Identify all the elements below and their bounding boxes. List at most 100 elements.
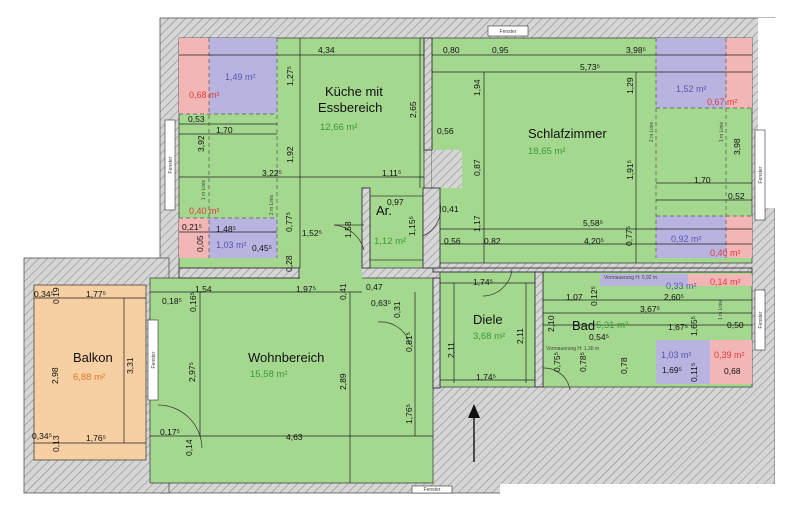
room-name-wohnbereich: Wohnbereich <box>248 350 324 365</box>
room-area-diele: 3,68 m² <box>473 331 505 342</box>
dim-1-91-5: 1,91⁵ <box>625 160 635 180</box>
room-area-kueche: 12,66 m² <box>320 122 358 133</box>
dim-2-11-a: 2,11 <box>446 342 456 358</box>
line-2m-label-schlaf: 2 m Linie <box>649 122 655 143</box>
floor-diele <box>439 271 536 388</box>
sub-area-bad-top-purple: 0,33 m² <box>666 281 697 291</box>
dim-1-67-5: 1,67⁵ <box>668 322 688 332</box>
room-name-bad: Bad <box>572 318 595 333</box>
window-label-bottom: Fenster <box>424 487 441 493</box>
ceiling-lines <box>179 38 752 258</box>
dim-0-05: 0,05 <box>195 235 205 252</box>
sub-area-kueche-tl-red: 0,68 m² <box>189 90 220 100</box>
dim-0-68: 0,68 <box>724 366 741 376</box>
door-arc-bad <box>542 367 571 391</box>
dim-0-16-5: 0,16⁵ <box>188 292 198 312</box>
dim-0-95: 0,95 <box>492 45 509 55</box>
ceiling-zones <box>179 38 752 384</box>
dim-2-89: 2,89 <box>338 373 348 390</box>
window-label-schlaf: Fenster <box>758 166 764 183</box>
line-1m-label-schlaf: 1 m Linie <box>719 122 725 143</box>
dim-1-77-5: 1,77⁵ <box>86 289 106 299</box>
room-name-abstellraum: Ar. <box>376 203 392 218</box>
sub-area-bad-br-purple: 1,03 m² <box>661 350 692 360</box>
dim-2-98: 2,98 <box>50 367 60 384</box>
floor-balkon <box>33 284 147 461</box>
sub-area-kueche-bl-red: 0,40 m² <box>189 206 220 216</box>
dim-0-47: 0,47 <box>366 282 383 292</box>
dim-3-31: 3,31 <box>125 357 135 374</box>
dim-1-94: 1,94 <box>472 79 482 96</box>
entrance-arrow-icon <box>468 404 480 462</box>
dim-3-67-5: 3,67⁵ <box>640 304 660 314</box>
sub-area-kueche-tl-purple: 1,49 m² <box>225 72 256 82</box>
dim-1-97-5: 1,97⁵ <box>296 284 316 294</box>
dim-0-50: 0,50 <box>727 320 744 330</box>
line-1m-label-kueche: 1 m Linie <box>201 180 207 201</box>
door-arc-diele <box>482 269 513 297</box>
dim-1-92: 1,92 <box>285 146 295 163</box>
dim-1-54: 1,54 <box>195 284 212 294</box>
dim-0-87: 0,87 <box>472 159 482 176</box>
door-arc-ar <box>422 201 442 237</box>
dim-1-58: 1,58 <box>343 221 353 238</box>
room-name-diele: Diele <box>473 312 503 327</box>
window-label-kueche: Fenster <box>168 156 174 173</box>
sub-area-schlaf-br-purple: 0,92 m² <box>671 234 702 244</box>
dim-3-98: 3,98 <box>732 138 742 155</box>
dim-0-77-5-b: 0,77⁵ <box>624 226 634 246</box>
dim-1-69-5: 1,69⁵ <box>662 365 682 375</box>
dimension-lines <box>34 38 752 483</box>
room-name-kueche-1: Küche mit <box>325 84 383 99</box>
vorwand-top-label: Vormauerung H: 0,92 m <box>604 275 657 281</box>
dim-3-92: 3,92 <box>196 135 206 152</box>
dim-0-17-5: 0,17⁵ <box>160 427 180 437</box>
floor-abstellraum <box>369 195 424 261</box>
sub-area-schlaf-tr-purple: 1,52 m² <box>676 84 707 94</box>
dim-1-17: 1,17 <box>472 215 482 232</box>
door-arc-balkon <box>157 404 203 449</box>
dim-3-22-5: 3,22⁵ <box>262 168 282 178</box>
dim-1-76-5: 1,76⁵ <box>404 404 414 424</box>
dim-1-70-b: 1,70 <box>694 175 711 185</box>
dim-2-97-5: 2,97⁵ <box>187 362 197 382</box>
dim-0-45-5: 0,45⁵ <box>252 243 272 253</box>
dim-2-11-b: 2,11 <box>515 328 525 344</box>
dim-0-82: 0,82 <box>484 236 501 246</box>
window-markers <box>147 25 766 494</box>
dim-0-34-5: 0,34⁵ <box>34 289 54 299</box>
dim-4-20-5: 4,20⁵ <box>584 236 604 246</box>
dim-0-19: 0,19 <box>51 287 61 304</box>
dim-2-60-5: 2,60⁵ <box>664 292 684 302</box>
dim-3-98-5: 3,98⁵ <box>626 45 646 55</box>
line-1m-label-bad: 1 m Linie <box>718 300 724 321</box>
dim-0-34-5-b: 0,34⁵ <box>32 431 52 441</box>
dim-0-12-5: 0,12⁵ <box>589 286 599 306</box>
dim-0-81-5: 0,81⁵ <box>404 332 414 352</box>
sub-area-schlaf-tr-red: 0,67 m² <box>707 97 738 107</box>
dim-1-48-5: 1,48⁵ <box>216 224 236 234</box>
dim-0-78: 0,78 <box>619 357 629 374</box>
dim-0-54-5: 0,54⁵ <box>589 332 609 342</box>
dim-5-58-5: 5,58⁵ <box>583 218 603 228</box>
line-2m-label-kueche: 2 m Linie <box>269 195 275 216</box>
dim-1-65-5: 1,65⁵ <box>689 316 699 336</box>
dim-0-14: 0,14 <box>184 439 194 456</box>
door-arc-kueche <box>333 224 365 251</box>
dim-0-56-b: 0,56 <box>444 236 461 246</box>
dim-1-76-5-b: 1,76⁵ <box>86 433 106 443</box>
room-area-bad: 5,31 m² <box>596 320 628 331</box>
window-label-wohn: Fenster <box>151 351 157 368</box>
dim-0-56: 0,56 <box>437 126 454 136</box>
dim-2-10: 2,10 <box>546 315 556 332</box>
dim-5-73-5: 5,73⁵ <box>580 62 600 72</box>
room-area-balkon: 6,88 m² <box>73 372 105 383</box>
interior-walls <box>178 37 753 389</box>
room-area-schlafzimmer: 18,65 m² <box>528 146 566 157</box>
vorwand-bad-label: Vormauerung H: 1,30 m <box>546 346 599 352</box>
sub-area-schlaf-br-red: 0,40 m² <box>710 248 741 258</box>
dim-0-52: 0,52 <box>728 191 745 201</box>
dim-0-80: 0,80 <box>443 45 460 55</box>
dim-2-65: 2,65 <box>408 101 418 118</box>
room-name-balkon: Balkon <box>73 350 113 365</box>
